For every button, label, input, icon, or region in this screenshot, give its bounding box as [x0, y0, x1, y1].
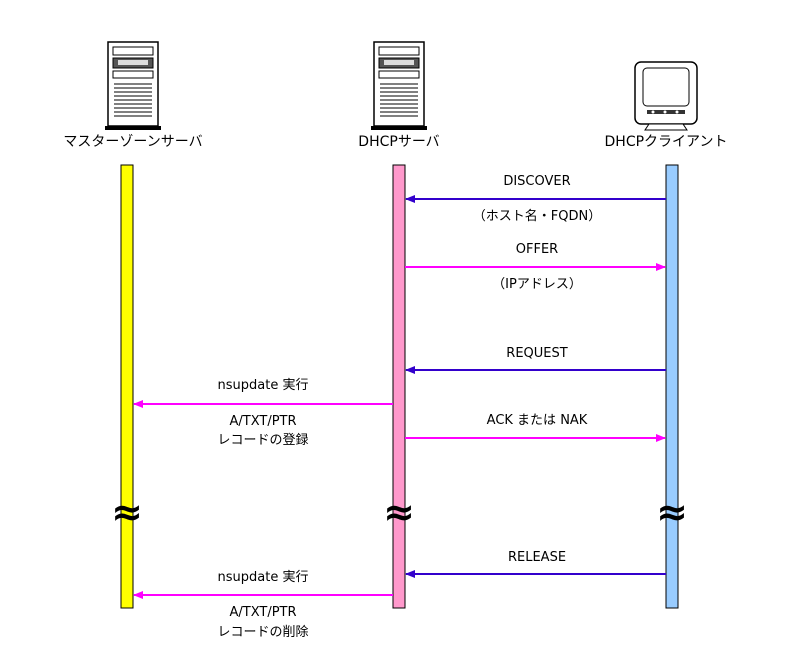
participant-label-client: DHCPクライアント — [605, 134, 728, 150]
message-sublabel-offer: （IPアドレス） — [492, 277, 582, 292]
lifeline-master — [120, 164, 134, 609]
break-symbol-dhcp: ≈ — [383, 490, 415, 534]
lifeline-dhcp — [392, 164, 406, 609]
message-sublabel2-nsupdate-delete: レコードの削除 — [217, 625, 308, 640]
message-label-nsupdate-register: nsupdate 実行 — [218, 377, 309, 393]
master-server-icon — [105, 41, 161, 130]
break-symbol-client: ≈ — [656, 490, 688, 534]
message-sublabel2-nsupdate-register: レコードの登録 — [217, 433, 308, 448]
message-label-discover: DISCOVER — [503, 174, 570, 189]
message-label-request: REQUEST — [506, 346, 567, 361]
message-label-ack: ACK または NAK — [487, 413, 588, 428]
lifeline-client — [665, 164, 679, 609]
client-monitor-icon — [634, 61, 698, 131]
participant-label-master: マスターゾーンサーバ — [63, 134, 202, 150]
participant-label-dhcp: DHCPサーバ — [358, 134, 439, 150]
message-sublabel-nsupdate-register: A/TXT/PTR — [229, 414, 296, 429]
message-label-nsupdate-delete: nsupdate 実行 — [218, 569, 309, 585]
message-sublabel-nsupdate-delete: A/TXT/PTR — [229, 605, 296, 620]
dhcp-server-icon — [371, 41, 427, 130]
message-label-release: RELEASE — [508, 550, 566, 565]
message-label-offer: OFFER — [516, 242, 558, 257]
break-symbol-master: ≈ — [111, 490, 143, 534]
message-sublabel-discover: （ホスト名・FQDN） — [473, 208, 601, 224]
